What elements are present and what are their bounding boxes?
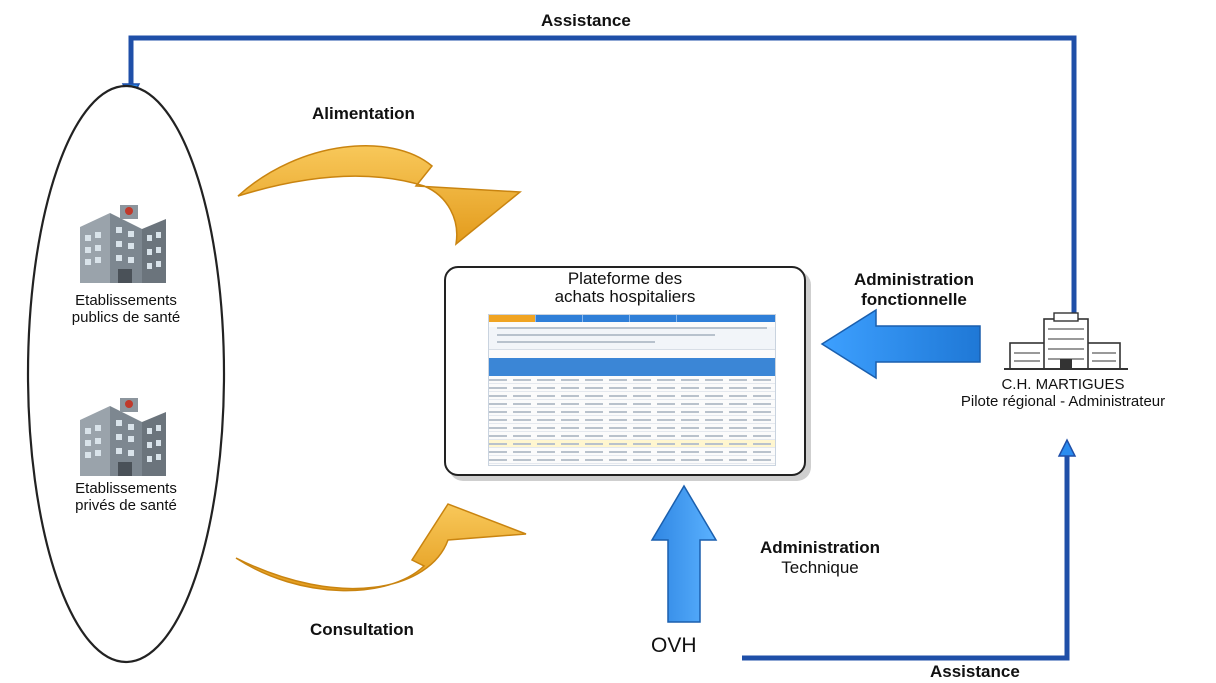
regional-hospital-icon [1004, 312, 1128, 370]
admin-fonctionnelle-label: Administration fonctionnelle [824, 270, 1004, 309]
thumbnail-table-header [489, 358, 775, 376]
consultation-label: Consultation [310, 620, 414, 639]
public-establishments-line1: Etablissements [75, 292, 177, 309]
private-establishments-line2: privés de santé [75, 497, 177, 515]
platform-title: Plateforme des achats hospitaliers [446, 269, 804, 307]
martigues-role: Pilote régional - Administrateur [960, 393, 1166, 411]
admin-technique-arrow [650, 484, 718, 623]
establishments-ellipse [26, 84, 226, 664]
assistance-bottom-arrowhead [1057, 438, 1077, 457]
admin-technique-line2: Technique [781, 557, 859, 577]
admin-technique-line1: Administration [760, 538, 880, 557]
platform-card: Plateforme des achats hospitaliers [444, 266, 806, 476]
assistance-top-label: Assistance [541, 11, 631, 30]
platform-title-line1: Plateforme des [567, 269, 683, 288]
public-establishments-label: Etablissements publics de santé [46, 292, 206, 327]
admin-fonctionnelle-line2: fonctionnelle [861, 289, 967, 309]
assistance-bottom-label: Assistance [930, 662, 1020, 681]
hospital-building-icon [80, 398, 166, 476]
martigues-label: C.H. MARTIGUES Pilote régional - Adminis… [910, 376, 1216, 411]
admin-fonctionnelle-line1: Administration [854, 270, 974, 289]
admin-technique-label: Administration Technique [728, 538, 912, 577]
private-establishments-label: Etablissements privés de santé [46, 480, 206, 515]
alimentation-label: Alimentation [312, 104, 415, 123]
consultation-arrow [235, 503, 527, 592]
thumbnail-tabs [489, 315, 775, 322]
admin-fonctionnelle-arrow [820, 308, 981, 380]
assistance-bottom-connector [742, 438, 1077, 661]
platform-screenshot-thumbnail [488, 314, 776, 466]
ovh-label: OVH [651, 634, 697, 657]
alimentation-arrow [237, 145, 522, 246]
hospital-building-icon [80, 205, 166, 283]
private-establishments-line1: Etablissements [75, 480, 177, 497]
martigues-name: C.H. MARTIGUES [1001, 376, 1125, 393]
thumbnail-toolbar [489, 327, 775, 350]
platform-title-line2: achats hospitaliers [554, 287, 696, 307]
public-establishments-line2: publics de santé [71, 309, 181, 327]
